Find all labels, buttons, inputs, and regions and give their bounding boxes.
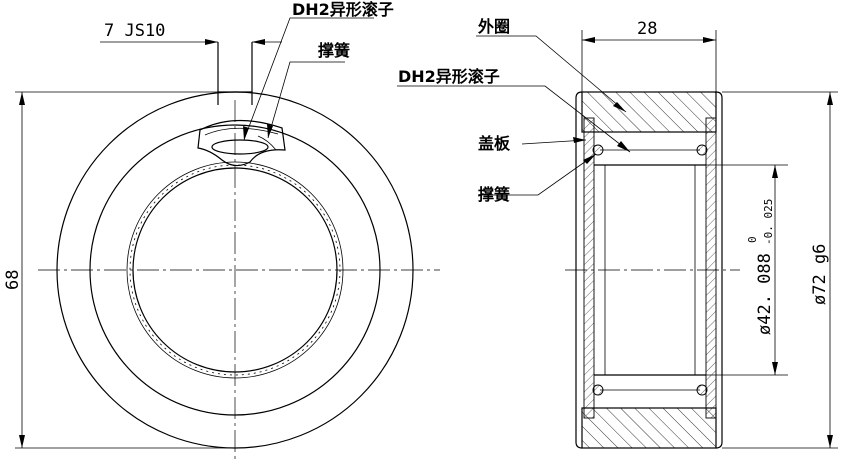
cover-plate-label: 盖板 xyxy=(478,134,511,153)
keyway-width-label: 7 JS10 xyxy=(104,21,165,41)
roller-callout-left: DH2异形滚子 xyxy=(292,0,394,19)
height-arrow-top xyxy=(19,92,25,105)
outer-ring-label: 外圈 xyxy=(477,17,510,36)
roller-leader-left xyxy=(243,17,374,141)
spring-leader-arrow-right xyxy=(583,154,596,164)
spring-arc xyxy=(257,135,277,151)
outer-ring-leader xyxy=(476,35,627,113)
outer-ring-bottom-section xyxy=(581,407,717,449)
keyway-slot xyxy=(217,91,253,105)
left-view: 7 JS10 DH2异形滚子 撑簧 68 xyxy=(3,0,440,460)
inner-dia-upper-dev: 0 xyxy=(746,236,759,243)
arrow-left xyxy=(205,39,218,45)
spring-top-left xyxy=(592,144,604,156)
roller-leader-arrow xyxy=(243,126,249,140)
spring-bottom-left xyxy=(592,384,604,396)
spring-top-right xyxy=(696,144,708,156)
bore-circle-outer xyxy=(126,161,344,379)
spring-callout-left: 撑簧 xyxy=(318,41,350,60)
right-view: 28 外圈 DH2异形滚子 盖板 撑簧 ø42. 088 0 -0. 025 xyxy=(397,17,838,449)
bore-circle-inner xyxy=(132,167,338,373)
spring-leader-right xyxy=(478,153,597,196)
inner-dia-arrow-bottom xyxy=(772,362,778,375)
cover-plate-arrow xyxy=(573,137,586,143)
spring-leader-arrow xyxy=(267,124,273,138)
cover-plate-right xyxy=(705,117,717,419)
inner-dia-label: ø42. 088 xyxy=(755,253,775,335)
cover-plate-left xyxy=(583,117,595,419)
spring-leader-left xyxy=(267,61,345,139)
roller-callout-right: DH2异形滚子 xyxy=(398,67,500,86)
roller-leader-arrow-right xyxy=(617,141,630,152)
inner-dia-label-group: ø42. 088 0 -0. 025 xyxy=(746,199,775,335)
outer-dia-arrow-bottom xyxy=(827,435,833,448)
spring-bottom-right xyxy=(696,384,708,396)
width-arrow-right xyxy=(703,37,716,43)
right-edge xyxy=(715,91,723,449)
outer-ring-top-section xyxy=(581,91,717,133)
arrow-right xyxy=(252,39,265,45)
width-dim-label: 28 xyxy=(637,19,657,39)
inner-dia-arrow-top xyxy=(772,165,778,178)
inner-dia-lower-dev: -0. 025 xyxy=(762,199,775,245)
roller-pocket xyxy=(197,119,286,167)
height-dim-label: 68 xyxy=(3,270,23,290)
spring-callout-right: 撑簧 xyxy=(478,185,510,204)
height-arrow-bottom xyxy=(19,435,25,448)
width-arrow-left xyxy=(582,37,595,43)
roller-section xyxy=(211,139,269,155)
pocket-inner-line xyxy=(204,127,279,136)
keyway-extension-lines xyxy=(217,42,253,92)
roller-leader-right xyxy=(397,85,631,153)
outer-dia-arrow-top xyxy=(827,92,833,105)
outer-dia-label: ø72 g6 xyxy=(810,244,830,305)
knurl-texture xyxy=(129,164,341,376)
left-edge xyxy=(575,91,583,449)
middle-circle xyxy=(89,124,381,416)
outer-ring-arrow xyxy=(613,102,626,112)
